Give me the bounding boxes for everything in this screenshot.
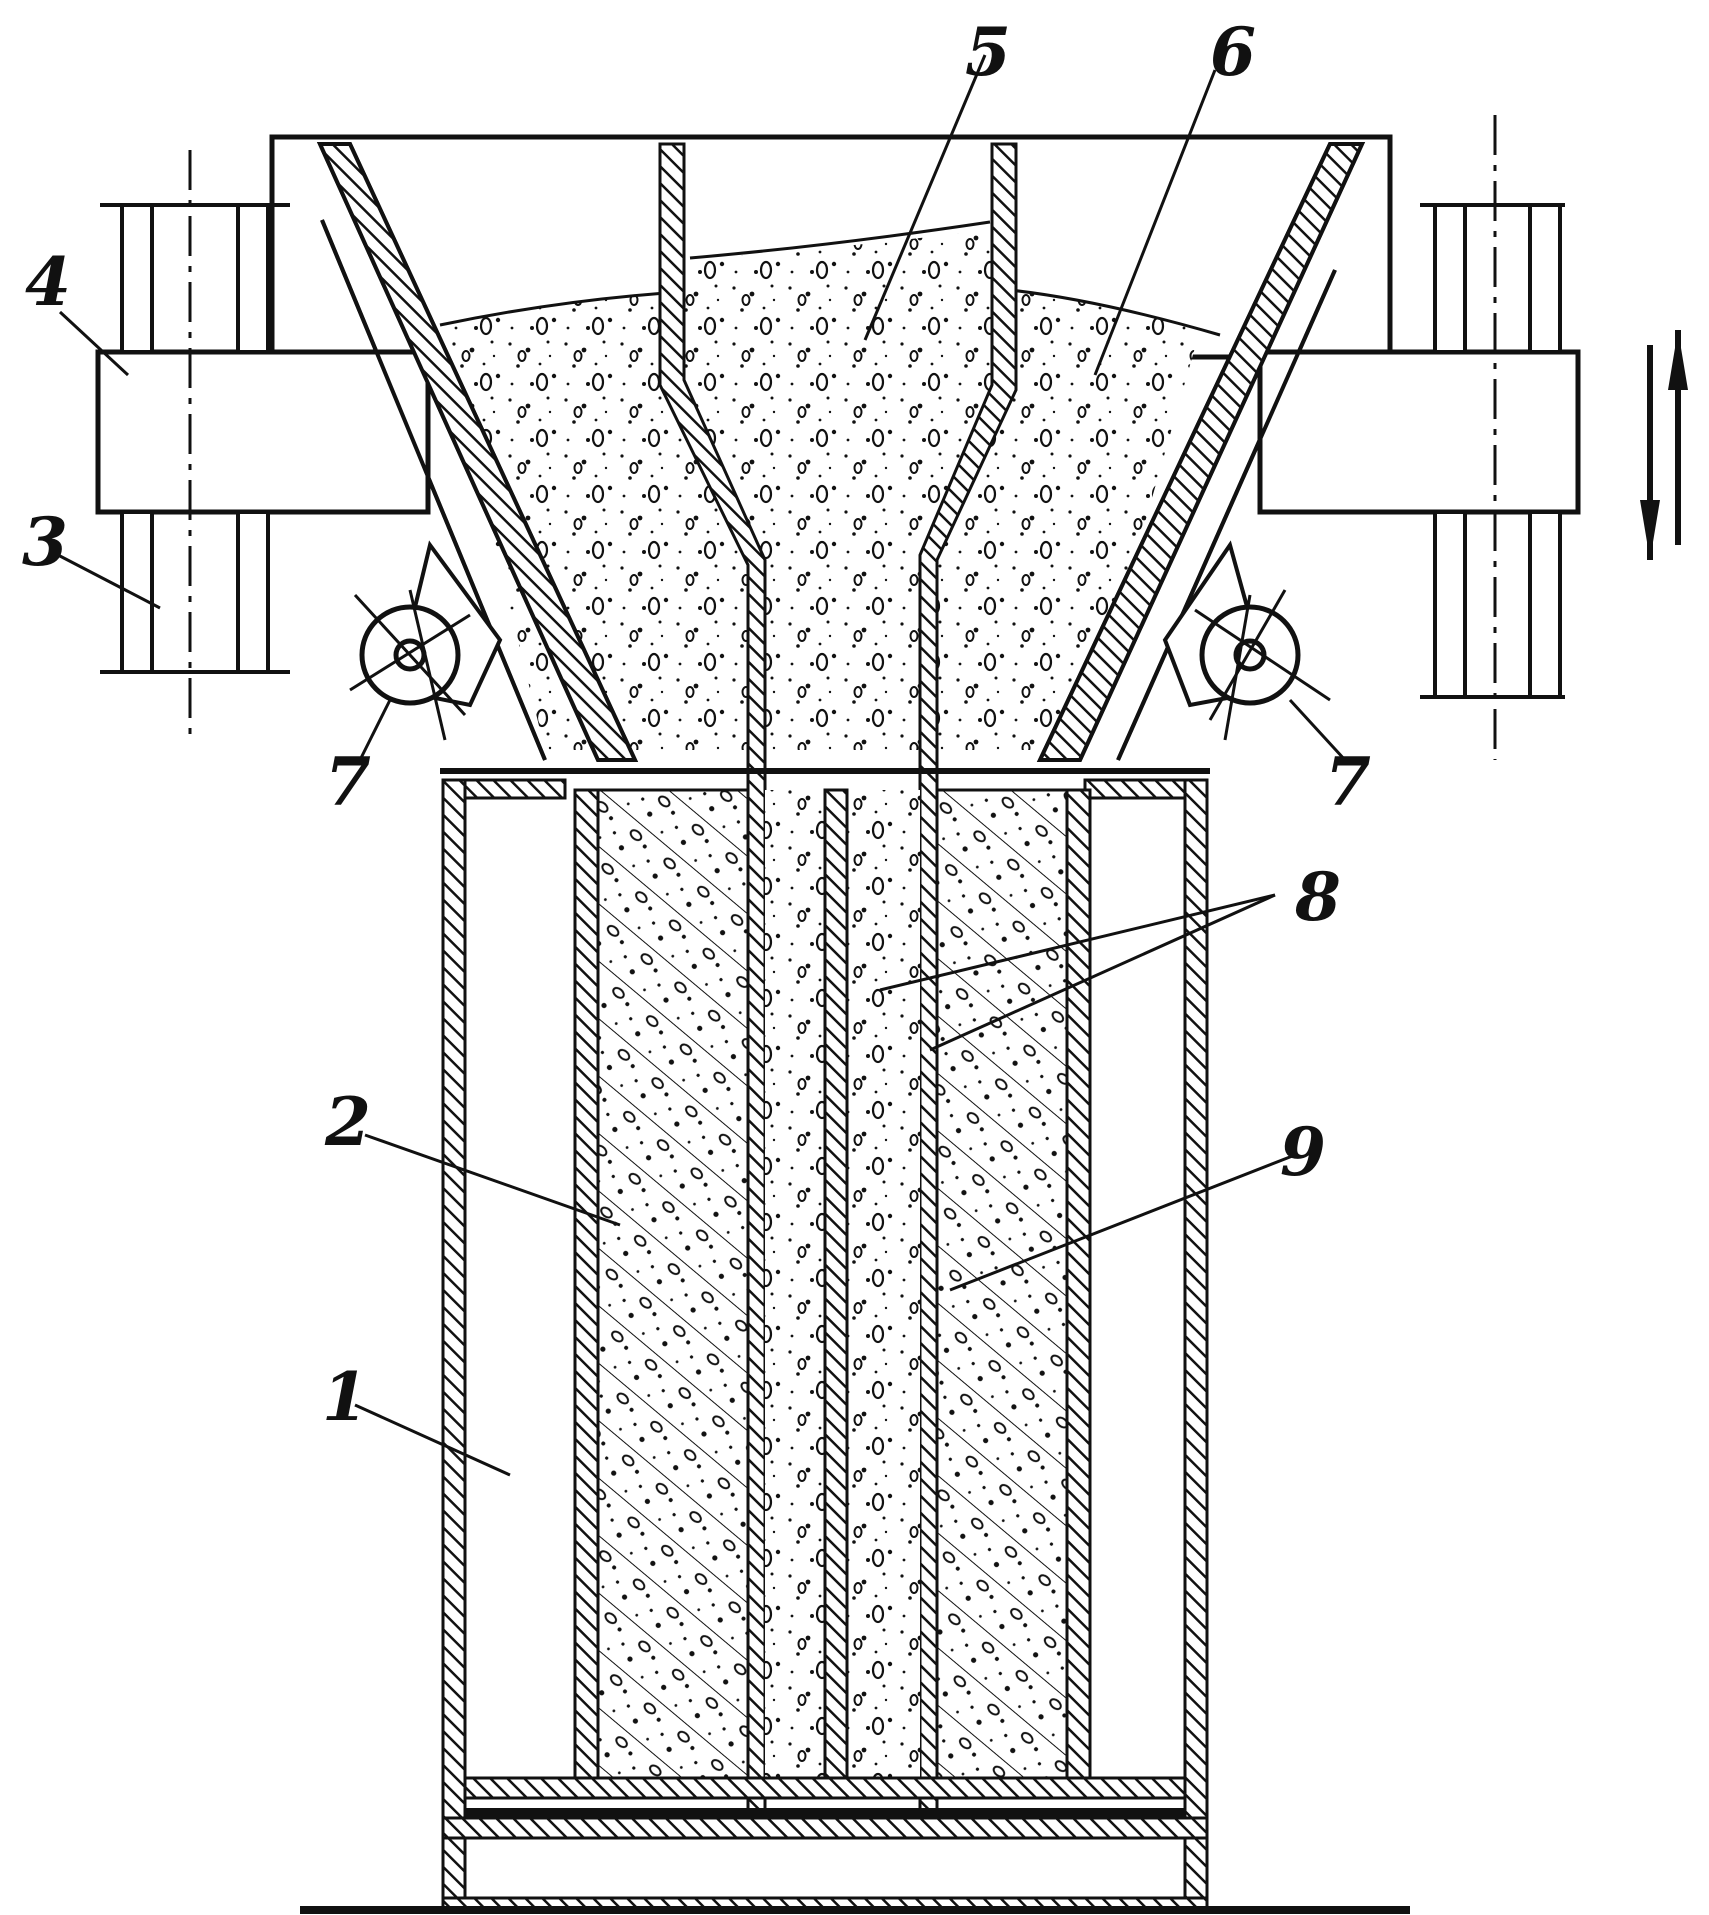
label-7-left: 7 [325, 743, 371, 821]
label-1: 1 [322, 1358, 368, 1436]
right-clamp-assembly [1257, 115, 1581, 760]
label-5: 5 [965, 13, 1011, 91]
label-3: 3 [22, 503, 68, 581]
leader-lines [57, 54, 1347, 1477]
label-2: 2 [324, 1083, 371, 1161]
left-vibrator [349, 540, 503, 741]
labels: 5 6 4 3 7 7 8 9 2 1 [22, 13, 1371, 1436]
label-6: 6 [1210, 13, 1256, 91]
label-4: 4 [25, 243, 71, 321]
label-9: 9 [1280, 1113, 1326, 1191]
label-8: 8 [1294, 858, 1341, 936]
mold [300, 768, 1410, 1914]
vertical-motion-arrows [1640, 330, 1688, 560]
label-7-right: 7 [1325, 743, 1371, 821]
right-vibrator [1162, 540, 1331, 741]
